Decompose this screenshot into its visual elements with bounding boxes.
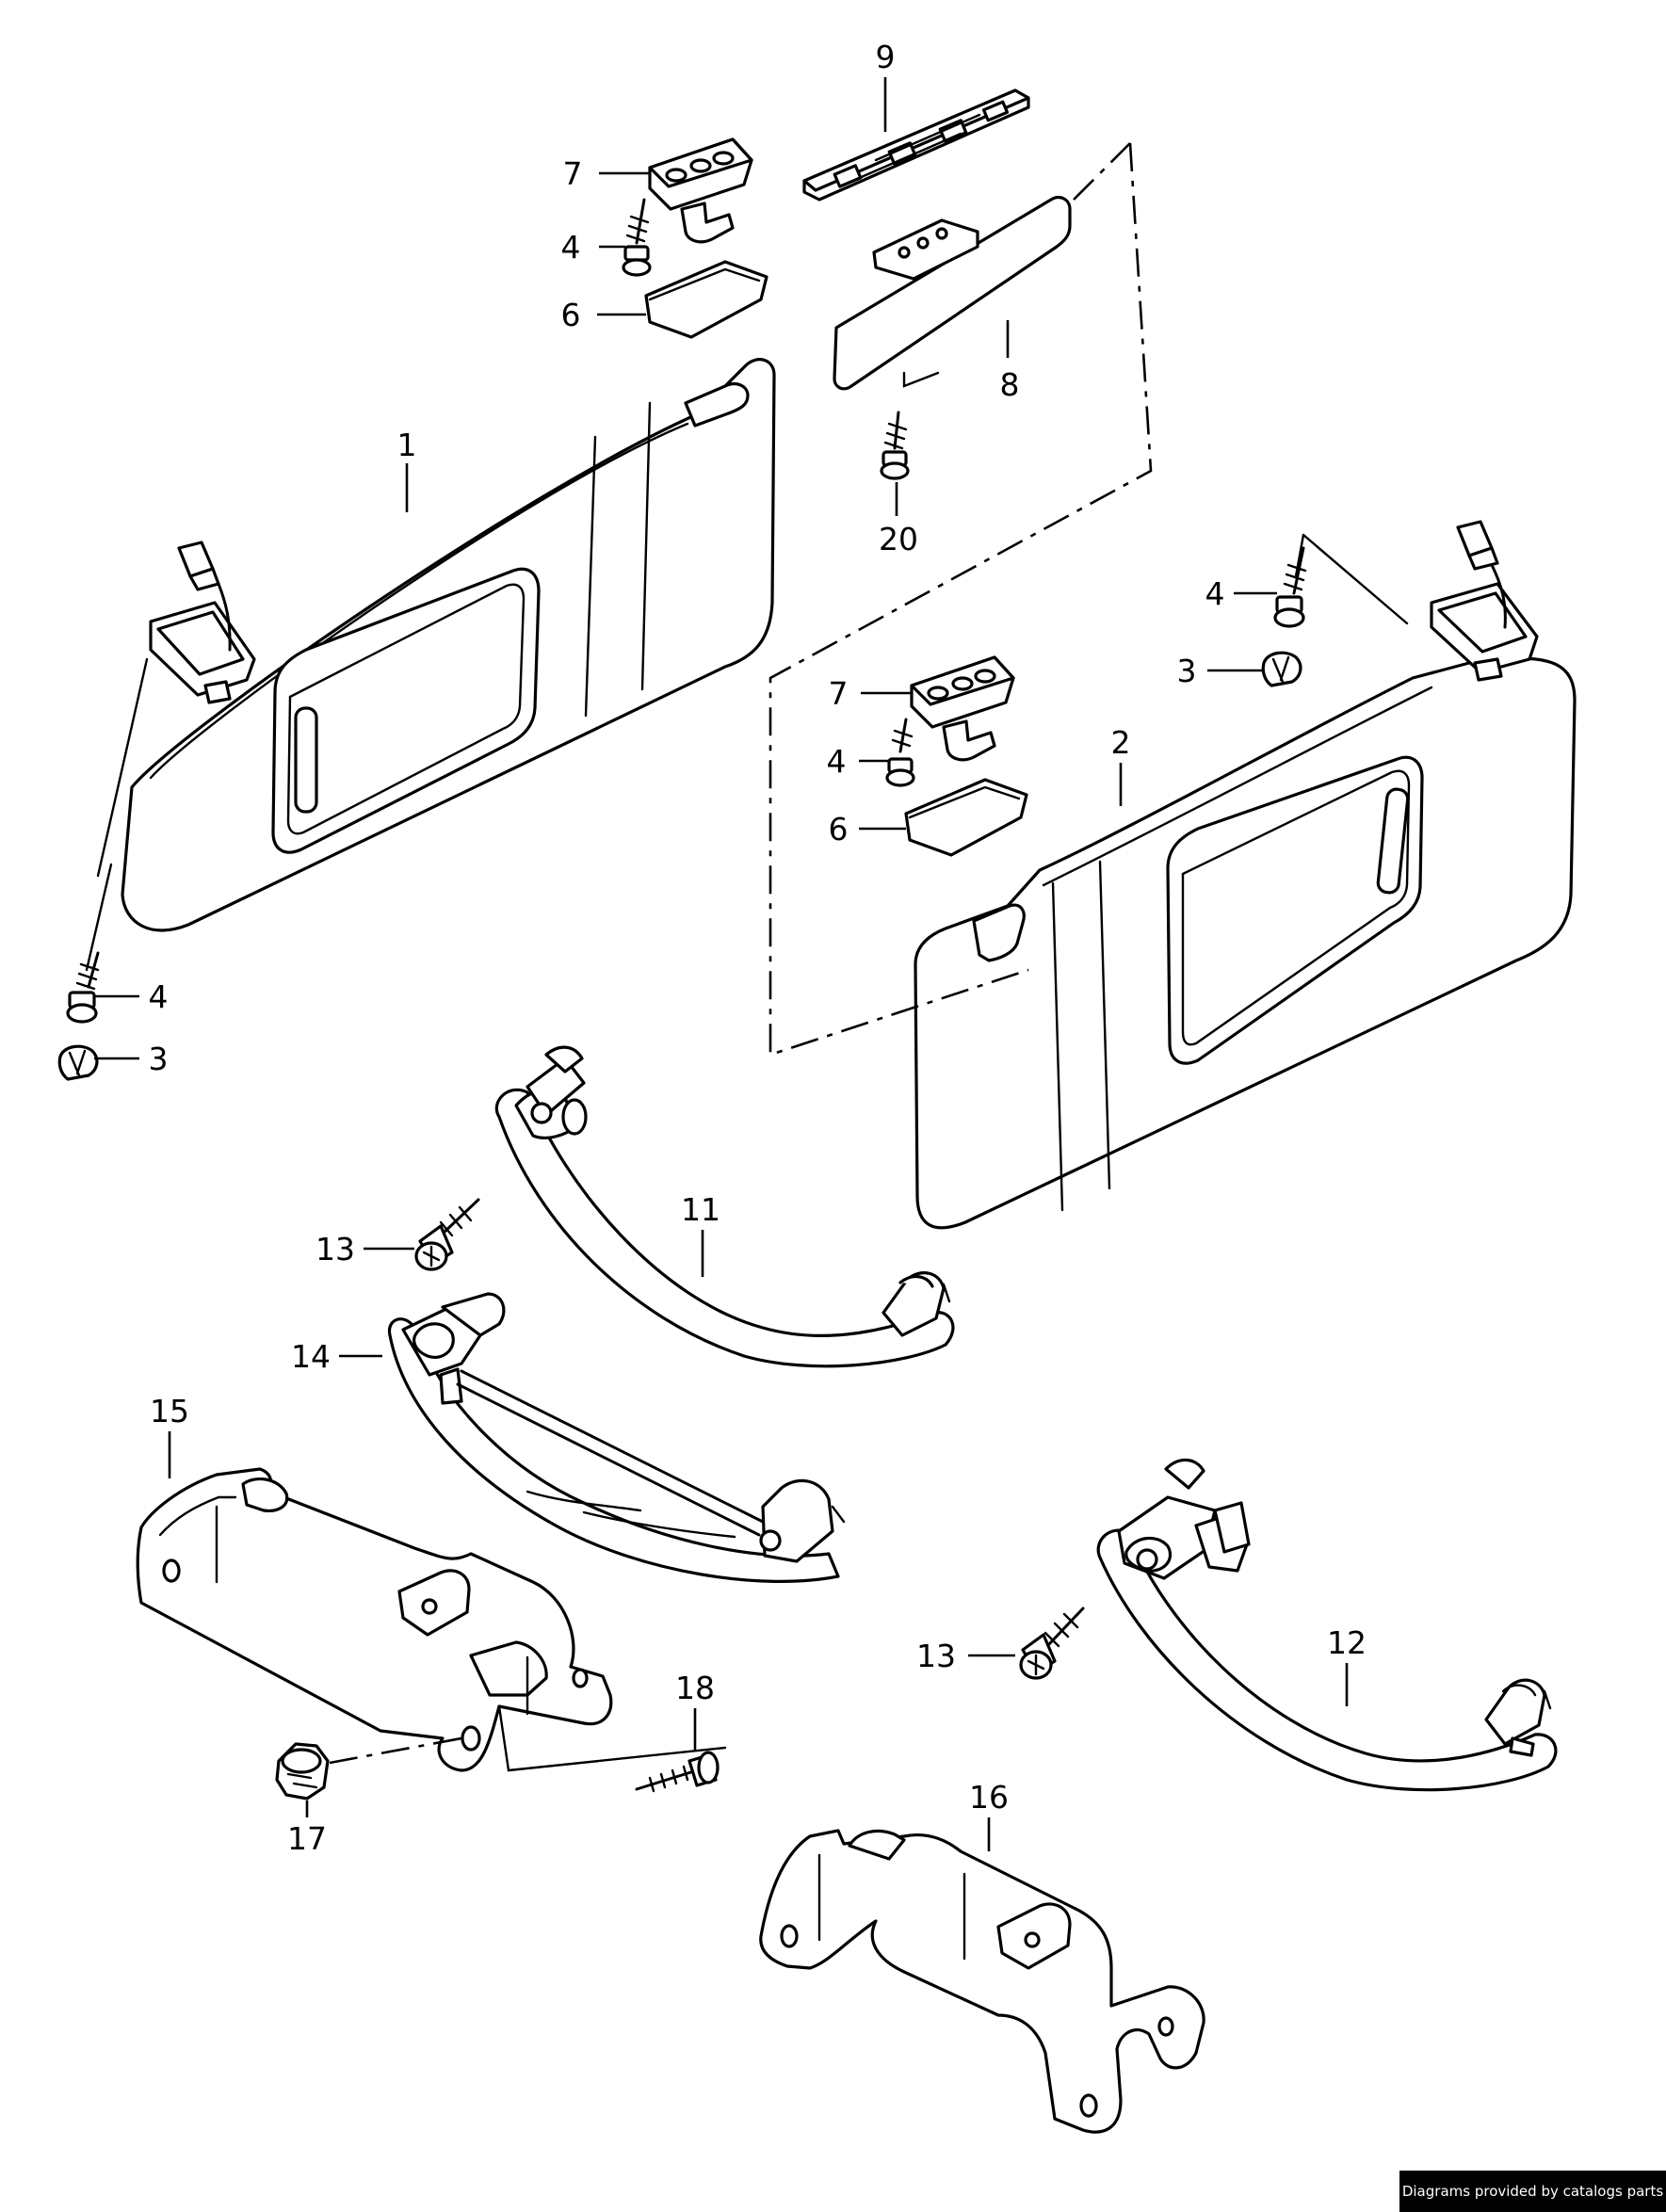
screw-20 [880,411,910,480]
callout-6-lower: 6 [829,811,849,848]
leader-lines [94,77,1349,1851]
callout-16: 16 [969,1779,1009,1816]
callout-18: 18 [675,1670,715,1706]
callout-7-upper: 7 [563,155,583,192]
callout-4-right: 4 [1205,575,1225,612]
cover-lower [904,778,1028,857]
callout-4-mid: 4 [827,743,847,780]
callout-7-lower: 7 [829,675,849,712]
callout-4-left: 4 [149,978,169,1015]
clip-upper [648,137,753,244]
screw-13-upper [414,1198,480,1271]
callout-3-right: 3 [1177,653,1197,689]
sun-visor-right [914,520,1577,1230]
callout-2: 2 [1111,724,1131,761]
callout-9: 9 [876,39,896,75]
callout-6-upper: 6 [561,297,581,333]
sun-visor-left [85,358,776,972]
clip-nut-left [57,1044,99,1081]
callout-20: 20 [879,521,918,557]
callout-8: 8 [1000,366,1020,403]
cover-upper [644,260,768,339]
bolt-18 [635,1751,720,1793]
assembly-outline-top [1073,142,1131,201]
grab-handle-12 [1096,1458,1558,1792]
vanity-mirror [833,196,1072,391]
grab-handle-14 [387,1292,846,1583]
clip-lower [910,655,1015,762]
callout-3-left: 3 [149,1041,169,1077]
screw-left-bottom [66,951,100,1024]
callout-1: 1 [397,427,417,463]
callout-14: 14 [291,1338,331,1375]
bracket-15 [136,1467,727,1772]
callout-13-lower: 13 [916,1638,956,1674]
callout-15: 15 [150,1393,189,1429]
callout-12: 12 [1327,1624,1367,1661]
screw-right-top [1273,546,1307,628]
screw-13-lower [1019,1607,1085,1680]
grab-handle-11 [494,1045,955,1368]
callout-13-upper: 13 [315,1231,355,1267]
callout-4-upper: 4 [561,229,581,266]
assembly-outline [768,142,1153,1057]
screw-upper [622,198,652,277]
callout-labels: 9 7 4 6 8 1 20 4 3 7 4 2 6 4 3 11 13 14 … [149,39,1367,1857]
clip-nut-right [1261,651,1302,687]
callout-17: 17 [287,1820,327,1857]
callout-11: 11 [681,1191,720,1228]
nut-17 [275,1736,462,1800]
bracket-16 [759,1829,1205,2134]
mirror-plate [802,89,1030,202]
credit-badge: Diagrams provided by catalogs parts [1399,2171,1666,2212]
screw-lower-mid [885,718,915,787]
